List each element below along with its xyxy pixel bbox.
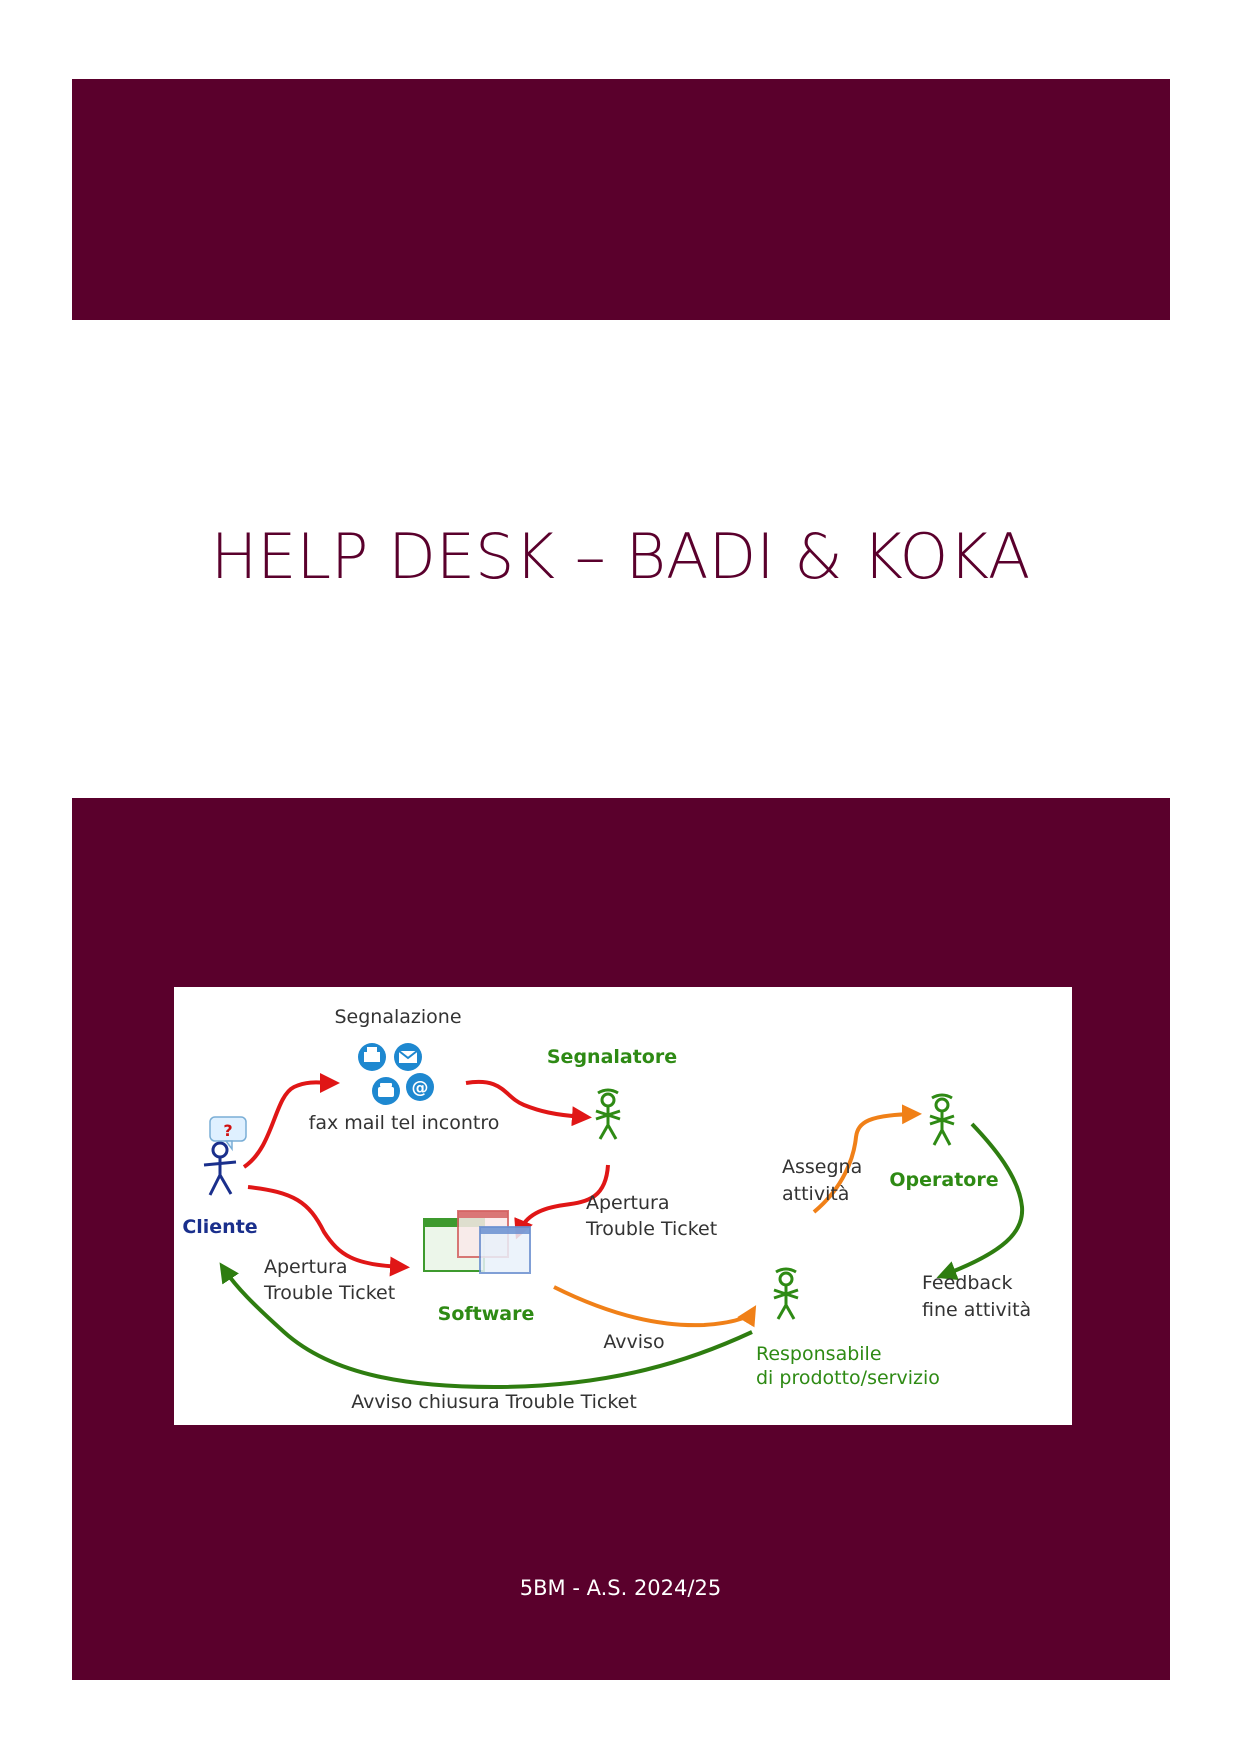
- label-assegna-1: Assegna: [782, 1156, 862, 1178]
- fax-icon: [358, 1043, 386, 1071]
- arrow-segnalazione-to-segnalatore: [465, 1079, 592, 1127]
- arrow-software-to-responsabile: [553, 1285, 757, 1328]
- label-cliente: Cliente: [182, 1216, 257, 1238]
- arrow-responsabile-to-operatore: [812, 1104, 922, 1214]
- label-apertura-right-1: Apertura: [586, 1192, 670, 1214]
- label-avviso: Avviso: [603, 1331, 664, 1353]
- label-feedback-2: fine attività: [922, 1299, 1031, 1321]
- label-operatore: Operatore: [889, 1169, 998, 1191]
- label-apertura-right-2: Trouble Ticket: [585, 1218, 717, 1240]
- label-responsabile-1: Responsabile: [756, 1343, 882, 1365]
- question-bubble-icon: ?: [209, 1116, 247, 1152]
- segnalatore-figure-icon: [595, 1088, 621, 1140]
- label-segnalazione: Segnalazione: [334, 1006, 461, 1028]
- responsabile-figure-icon: [773, 1267, 799, 1320]
- phone-icon: [372, 1077, 400, 1105]
- label-apertura-left-2: Trouble Ticket: [263, 1282, 395, 1304]
- page-title: HELP DESK – BADI & KOKA: [210, 520, 1031, 593]
- top-band: [72, 79, 1170, 320]
- question-mark: ?: [223, 1121, 232, 1140]
- label-segnalatore: Segnalatore: [547, 1046, 677, 1068]
- arrow-cliente-to-segnalazione: [242, 1072, 340, 1169]
- operatore-figure-icon: [929, 1093, 955, 1146]
- arrow-responsabile-to-cliente: [219, 1262, 753, 1390]
- mail-icon: [394, 1043, 422, 1071]
- label-feedback-1: Feedback: [922, 1272, 1012, 1294]
- label-responsabile-2: di prodotto/servizio: [756, 1367, 940, 1389]
- label-avviso-chiusura: Avviso chiusura Trouble Ticket: [351, 1391, 637, 1413]
- footer-class-year: 5BM - A.S. 2024/25: [519, 1576, 722, 1600]
- arrow-segnalatore-to-software: [514, 1164, 610, 1240]
- label-software: Software: [438, 1303, 535, 1325]
- at-sign-icon: @: [406, 1073, 434, 1101]
- arrow-operatore-to-responsabile: [936, 1122, 1025, 1281]
- label-assegna-2: attività: [782, 1183, 849, 1205]
- channel-icons: @: [358, 1043, 434, 1105]
- arrow-cliente-to-software: [247, 1185, 410, 1277]
- label-channels: fax mail tel incontro: [309, 1112, 500, 1134]
- cliente-figure-icon: [203, 1141, 237, 1196]
- help-desk-diagram: @ ?: [174, 987, 1072, 1425]
- svg-text:@: @: [412, 1078, 429, 1098]
- label-apertura-left-1: Apertura: [264, 1256, 348, 1278]
- software-windows-icon: [423, 1210, 531, 1274]
